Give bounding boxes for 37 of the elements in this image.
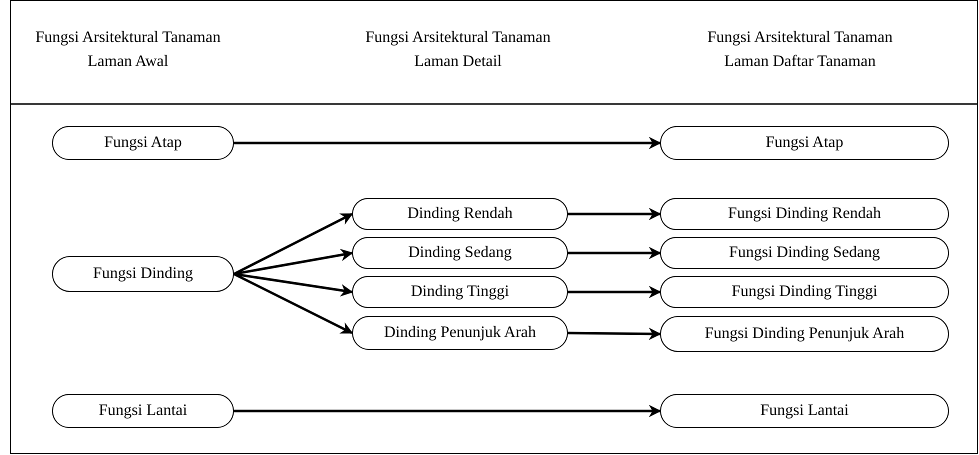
arrow — [568, 286, 662, 298]
node-label: Fungsi Dinding Penunjuk Arah — [704, 325, 904, 343]
node-label: Fungsi Dinding — [92, 265, 193, 283]
column-header: Fungsi Arsitektural Tanaman Laman Detail — [364, 28, 552, 72]
node-label: Fungsi Lantai — [98, 402, 188, 420]
node-label: Fungsi Dinding Rendah — [728, 205, 881, 223]
node-label: Fungsi Lantai — [760, 402, 849, 420]
node-label: Fungsi Atap — [104, 134, 182, 152]
column-header: Fungsi Arsitektural Tanaman Laman Daftar Tanaman — [706, 28, 894, 72]
process-box — [52, 126, 234, 160]
process-box — [660, 276, 949, 308]
process-box — [352, 237, 568, 269]
process-box — [660, 126, 949, 160]
arrow — [233, 272, 354, 334]
process-box — [52, 256, 234, 292]
process-box — [660, 316, 949, 352]
arrow — [568, 328, 662, 340]
process-box — [352, 316, 568, 350]
process-box — [52, 394, 234, 428]
process-box — [352, 198, 568, 230]
arrow — [568, 208, 662, 220]
node-label: Fungsi Dinding Sedang — [728, 244, 880, 262]
node-label: Dinding Sedang — [408, 244, 512, 262]
node-label: Fungsi Dinding Tinggi — [732, 283, 878, 301]
process-box — [660, 237, 949, 269]
arrow — [233, 212, 354, 276]
node-label: Fungsi Atap — [766, 134, 844, 152]
process-box — [352, 276, 568, 308]
arrow — [568, 246, 662, 260]
arrow — [234, 136, 662, 150]
node-label: Dinding Tinggi — [410, 283, 510, 301]
node-label: Dinding Rendah — [407, 205, 513, 223]
column-header: Fungsi Arsitektural Tanaman Laman Awal — [34, 28, 222, 72]
process-box — [660, 394, 949, 428]
process-box — [660, 198, 949, 230]
node-label: Dinding Penunjuk Arah — [384, 324, 536, 342]
arrow — [234, 404, 662, 418]
